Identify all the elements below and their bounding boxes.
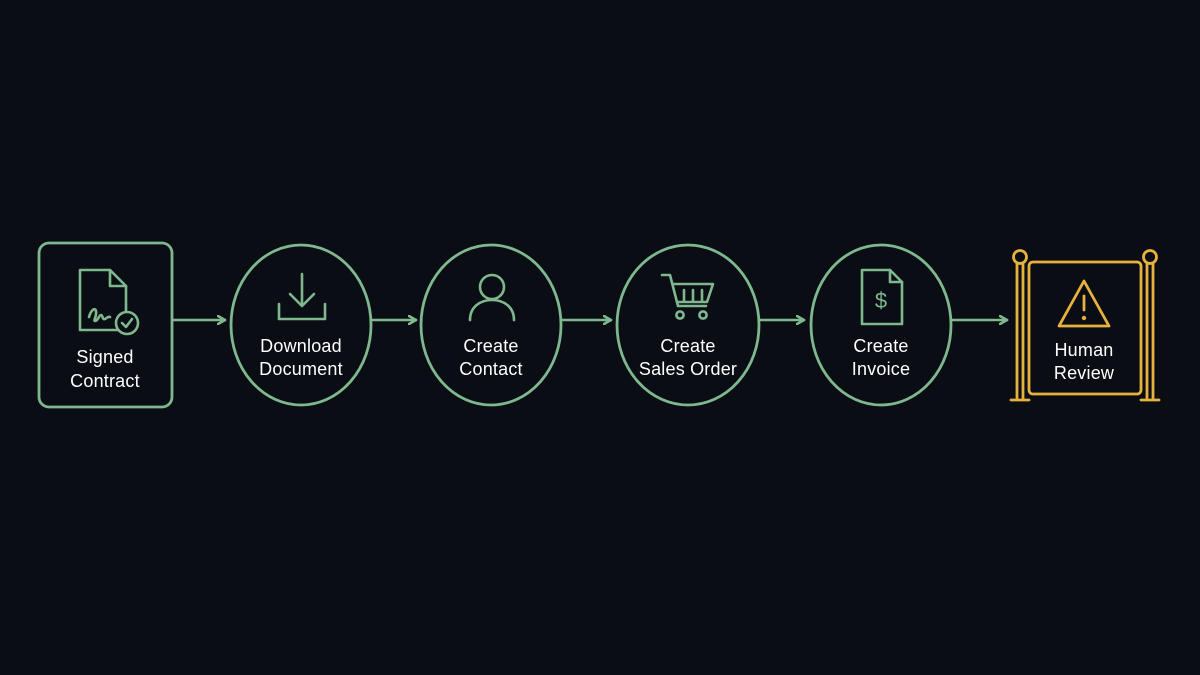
step-signed-contract: Signed Contract xyxy=(37,241,174,409)
download-icon xyxy=(277,272,327,321)
step-human-review: Human Review xyxy=(1009,249,1161,402)
review-frame xyxy=(1009,249,1161,402)
person-icon xyxy=(468,273,516,322)
step-label-line1: Create xyxy=(853,336,908,356)
step-label-line2: Contract xyxy=(70,371,140,391)
step-label-line2: Review xyxy=(1054,363,1115,383)
warning-icon xyxy=(1057,279,1111,328)
step-download-document: Download Document xyxy=(229,243,373,407)
step-label-line1: Create xyxy=(463,336,518,356)
step-create-invoice: $ Create Invoice xyxy=(809,243,953,407)
step-label-line1: Create xyxy=(660,336,715,356)
signed-document-check-icon xyxy=(78,268,140,336)
step-box xyxy=(37,241,174,409)
step-create-contact: Create Contact xyxy=(419,243,563,407)
step-label-line2: Contact xyxy=(459,359,522,379)
step-label-line1: Human xyxy=(1054,340,1113,360)
step-circle xyxy=(615,243,761,407)
step-circle xyxy=(419,243,563,407)
step-label-line2: Invoice xyxy=(852,359,910,379)
step-circle xyxy=(229,243,373,407)
step-label-line2: Document xyxy=(259,359,343,379)
dollar-sign: $ xyxy=(875,288,887,313)
step-label-line2: Sales Order xyxy=(639,359,737,379)
invoice-dollar-icon xyxy=(860,268,904,326)
step-label-line1: Download xyxy=(260,336,342,356)
step-create-sales-order: Create Sales Order xyxy=(615,243,761,407)
step-circle xyxy=(809,243,953,407)
step-label-line1: Signed xyxy=(76,347,133,367)
shopping-cart-icon xyxy=(660,273,715,320)
